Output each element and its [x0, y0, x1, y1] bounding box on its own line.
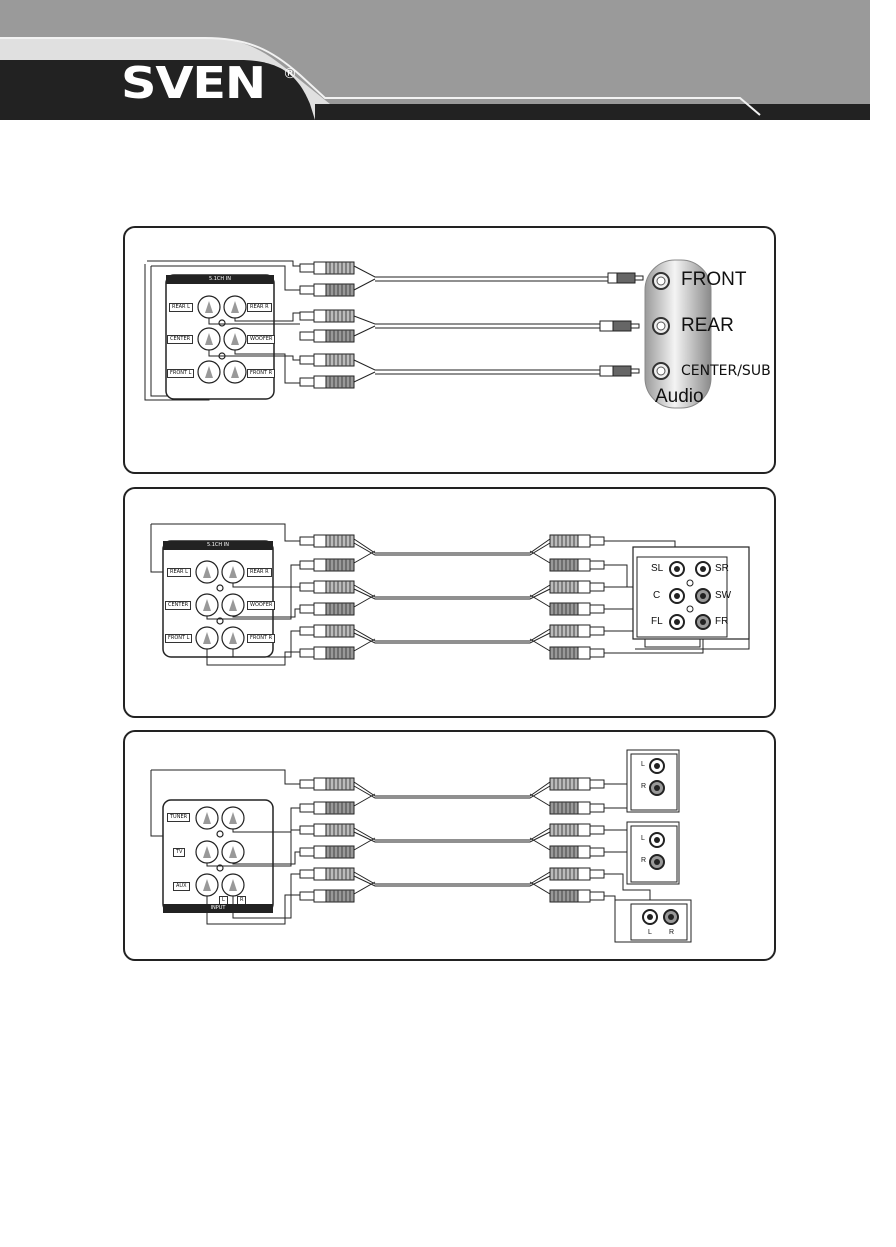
- jack-label-rear-l: REAR L: [167, 568, 191, 577]
- brand-logo: SVEN: [121, 58, 266, 109]
- diagram-3-wiring: [150, 749, 692, 943]
- jack-label-center: CENTER: [167, 335, 194, 344]
- port-label-sl: SL: [651, 563, 664, 574]
- diagram-1-wiring: [144, 259, 712, 409]
- port-label-fr: FR: [715, 616, 729, 627]
- device-a-port-r: R: [641, 783, 647, 790]
- jack-label-front-l: FRONT L: [167, 369, 195, 378]
- page-header: SVEN ®: [0, 0, 896, 122]
- device-a-port-l: L: [641, 761, 645, 768]
- jack-label-woofer: WOOFER: [247, 601, 276, 610]
- port-label-rear: REAR: [681, 315, 734, 336]
- input-label-tuner: TUNER: [167, 813, 191, 822]
- input-footer-label: INPUT: [163, 904, 273, 912]
- port-label-sw: SW: [715, 590, 732, 601]
- jack-label-center: CENTER: [165, 601, 192, 610]
- diagram-2-wiring: [150, 523, 750, 666]
- device-c-port-r: R: [669, 929, 675, 936]
- port-label-fl: FL: [651, 616, 663, 627]
- header-background: [0, 0, 896, 122]
- jack-label-rear-r: REAR R: [247, 303, 272, 312]
- device-label-audio: Audio: [655, 386, 704, 407]
- port-label-front: FRONT: [681, 269, 747, 290]
- device-b-port-r: R: [641, 857, 647, 864]
- jack-label-front-r: FRONT R: [247, 634, 276, 643]
- diagram-panel-1: 5.1CH IN REAR L REAR R CENTER WOOFER FRO…: [123, 226, 776, 474]
- jack-label-rear-l: REAR L: [169, 303, 193, 312]
- input-label-aux: AUX: [173, 882, 190, 891]
- port-label-sr: SR: [715, 563, 729, 574]
- jack-label-rear-r: REAR R: [247, 568, 272, 577]
- diagram-panel-2: 5.1CH IN REAR L REAR R CENTER WOOFER FRO…: [123, 487, 776, 718]
- receiver-title: 5.1CH IN: [163, 541, 273, 549]
- input-label-tv: TV: [173, 848, 186, 857]
- diagram-panel-3: TUNER TV AUX L R INPUT L R L R L R: [123, 730, 776, 961]
- jack-label-front-l: FRONT L: [165, 634, 193, 643]
- jack-label-front-r: FRONT R: [247, 369, 276, 378]
- jack-label-woofer: WOOFER: [247, 335, 276, 344]
- device-c-port-l: L: [648, 929, 652, 936]
- port-label-center-sub: CENTER/SUB: [681, 363, 771, 379]
- registered-mark: ®: [283, 66, 297, 82]
- receiver-title: 5.1CH IN: [166, 275, 274, 283]
- port-label-c: C: [653, 590, 661, 601]
- device-b-port-l: L: [641, 835, 645, 842]
